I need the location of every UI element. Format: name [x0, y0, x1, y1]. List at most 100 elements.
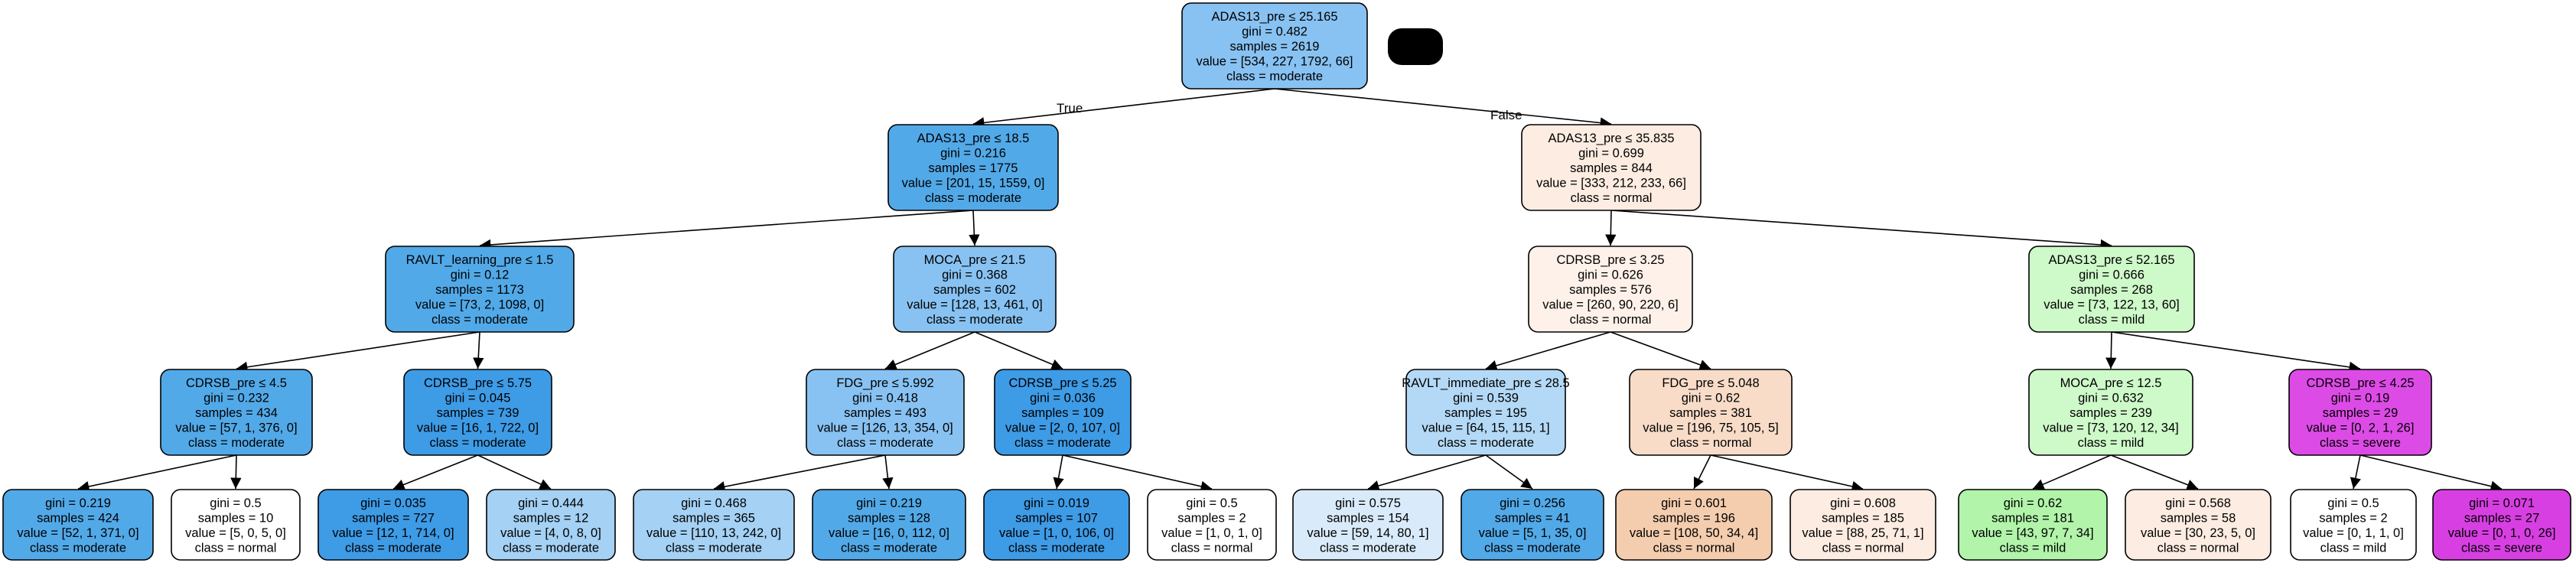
node-line: samples = 602 [933, 283, 1016, 297]
node-line: value = [2, 0, 107, 0] [1005, 421, 1120, 435]
node-line: CDRSB_pre ≤ 4.5 [186, 376, 287, 390]
node-line: value = [57, 1, 376, 0] [175, 421, 297, 435]
node-line: CDRSB_pre ≤ 3.25 [1556, 253, 1664, 267]
node-line: class = moderate [927, 313, 1023, 327]
node-line: value = [128, 13, 461, 0] [907, 298, 1043, 312]
node-box [1958, 489, 2108, 561]
node-line: gini = 0.601 [1661, 496, 1727, 510]
node-line: class = normal [1670, 436, 1752, 450]
node-line: value = [52, 1, 371, 0] [17, 526, 138, 540]
node-line: gini = 0.071 [2469, 496, 2535, 510]
edge-n0-n2 [1274, 88, 1612, 129]
node-box [486, 489, 616, 561]
node-line: value = [5, 0, 5, 0] [185, 526, 286, 540]
node-line: value = [201, 15, 1559, 0] [902, 177, 1045, 190]
edge-n8-n17 [392, 454, 478, 490]
node-line: value = [59, 14, 80, 1] [1307, 526, 1428, 540]
node-line: value = [43, 97, 7, 34] [1972, 526, 2093, 540]
node-line: samples = 58 [2161, 511, 2236, 525]
node-box [1629, 369, 1793, 456]
node-line: class = normal [1571, 191, 1653, 205]
node-line: value = [5, 1, 35, 0] [1479, 526, 1587, 540]
node-line: class = severe [2461, 541, 2542, 555]
edge-n5-n11 [1485, 331, 1611, 371]
node-line: samples = 239 [2070, 406, 2152, 420]
node-box [1790, 489, 1936, 561]
node-line: class = normal [1653, 541, 1735, 555]
node-line: samples = 154 [1327, 511, 1409, 525]
node-box [1528, 246, 1693, 333]
node-box [2288, 369, 2432, 456]
node-line: class = moderate [1320, 541, 1416, 555]
node-line: gini = 0.219 [856, 496, 922, 510]
node-box [2125, 489, 2272, 561]
node-box [1405, 369, 1566, 456]
node-line: value = [73, 2, 1098, 0] [415, 298, 544, 312]
node-box [2, 489, 154, 561]
node-line: value = [260, 90, 220, 6] [1542, 298, 1679, 312]
node-line: gini = 0.626 [1578, 268, 1643, 282]
node-box [806, 369, 965, 456]
node-line: value = [333, 212, 233, 66] [1536, 177, 1686, 190]
node-line: gini = 0.12 [451, 268, 510, 282]
node-line: value = [1, 0, 1, 0] [1161, 526, 1262, 540]
node-line: RAVLT_immediate_pre ≤ 28.5 [1402, 376, 1569, 390]
node-line: samples = 41 [1495, 511, 1571, 525]
edge-n11-n23 [1367, 454, 1487, 491]
node-line: gini = 0.036 [1030, 392, 1096, 405]
node-line: value = [534, 227, 1792, 66] [1196, 55, 1353, 69]
edge-n10-n22 [1062, 454, 1213, 492]
node-box [812, 489, 966, 561]
node-line: class = normal [1570, 313, 1652, 327]
edge-n2-n5 [1605, 210, 1617, 246]
node-line: gini = 0.608 [1830, 496, 1896, 510]
node-box [1615, 489, 1773, 561]
node-line: gini = 0.666 [2079, 268, 2144, 282]
edge-n9-n20 [882, 454, 894, 490]
node-line: value = [16, 1, 722, 0] [417, 421, 539, 435]
node-box [1521, 124, 1702, 211]
edge-n6-n13 [2105, 331, 2117, 369]
node-line: value = [88, 25, 71, 1] [1802, 526, 1923, 540]
node-line: gini = 0.699 [1578, 147, 1644, 161]
edge-n1-n4 [969, 210, 980, 246]
edge-n13-n28 [2110, 454, 2199, 490]
node-line: samples = 739 [437, 406, 519, 420]
node-line: value = [4, 0, 8, 0] [500, 526, 601, 540]
node-line: ADAS13_pre ≤ 25.165 [1212, 10, 1338, 24]
node-line: class = moderate [188, 436, 285, 450]
node-line: class = moderate [925, 191, 1021, 205]
node-line: samples = 12 [513, 511, 589, 525]
edges-layer [77, 88, 2503, 493]
node-line: value = [0, 2, 1, 26] [2307, 421, 2415, 435]
node-line: value = [73, 120, 12, 34] [2043, 421, 2179, 435]
node-line: class = moderate [429, 436, 526, 450]
node-line: gini = 0.5 [2327, 496, 2379, 510]
node-line: class = moderate [1008, 541, 1105, 555]
node-line: gini = 0.5 [1186, 496, 1237, 510]
node-line: gini = 0.368 [942, 268, 1008, 282]
node-line: samples = 268 [2070, 283, 2153, 297]
node-line: value = [30, 23, 5, 0] [2141, 526, 2255, 540]
node-line: value = [108, 50, 34, 4] [1630, 526, 1758, 540]
node-line: value = [12, 1, 714, 0] [332, 526, 454, 540]
edge-n11-n24 [1485, 454, 1533, 490]
edge-n4-n9 [884, 331, 975, 370]
node-line: value = [16, 0, 112, 0] [829, 526, 949, 540]
node-line: class = severe [2320, 436, 2401, 450]
